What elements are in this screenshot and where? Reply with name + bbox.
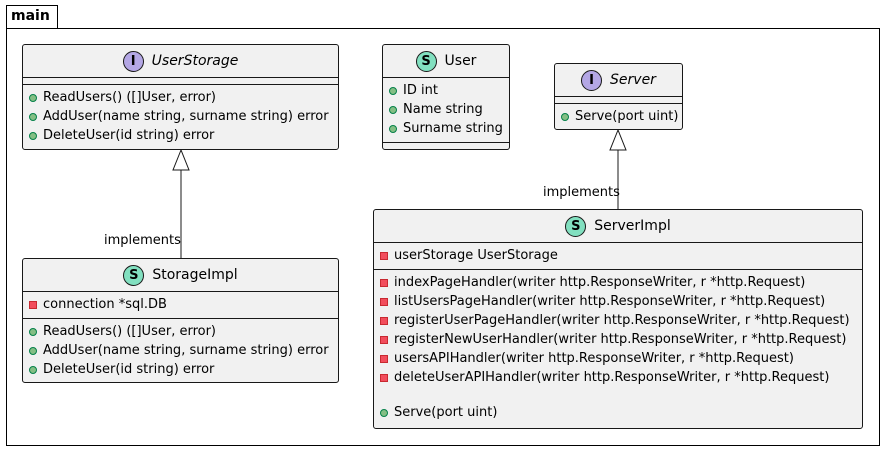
method-row: ReadUsers() ([]User, error): [23, 322, 338, 341]
field-text: connection *sql.DB: [43, 297, 167, 312]
class-header: S StorageImpl: [23, 259, 338, 292]
public-visibility-icon: [389, 105, 397, 114]
class-header: S User: [383, 45, 509, 78]
method-text: ReadUsers() ([]User, error): [43, 90, 216, 105]
public-visibility-icon: [389, 86, 397, 95]
method-row: AddUser(name string, surname string) err…: [23, 107, 338, 126]
method-text: AddUser(name string, surname string) err…: [43, 109, 329, 124]
public-visibility-icon: [29, 93, 37, 102]
method-text: Serve(port uint): [575, 109, 679, 124]
struct-badge-icon: S: [415, 50, 437, 72]
interface-badge-icon: I: [581, 69, 603, 91]
public-visibility-icon: [380, 408, 388, 417]
public-visibility-icon: [29, 346, 37, 355]
realization-arrowhead-userstorage: [172, 148, 190, 171]
method-row: DeleteUser(id string) error: [23, 126, 338, 145]
method-row: usersAPIHandler(writer http.ResponseWrit…: [374, 349, 862, 368]
method-row: registerUserPageHandler(writer http.Resp…: [374, 311, 862, 330]
class-storageimpl: S StorageImpl connection *sql.DB ReadUsers(…: [22, 258, 339, 383]
method-row: Serve(port uint): [374, 403, 862, 422]
fields-section: connection *sql.DB: [23, 292, 338, 319]
class-header: I Server: [555, 64, 682, 97]
fields-section: [555, 97, 682, 104]
private-visibility-icon: [380, 354, 388, 363]
methods-section: ReadUsers() ([]User, error) AddUser(name …: [23, 319, 338, 383]
method-text: listUsersPageHandler(writer http.Respons…: [394, 294, 826, 309]
method-text: ReadUsers() ([]User, error): [43, 324, 216, 339]
public-visibility-icon: [29, 365, 37, 374]
class-header: S ServerImpl: [374, 210, 862, 243]
field-row: Surname string: [383, 119, 509, 138]
relation-label-serverimpl: implements: [543, 185, 620, 200]
method-row: AddUser(name string, surname string) err…: [23, 341, 338, 360]
class-name: Server: [610, 72, 656, 88]
private-visibility-icon: [380, 373, 388, 382]
fields-section: userStorage UserStorage: [374, 243, 862, 270]
methods-section: ReadUsers() ([]User, error) AddUser(name …: [23, 85, 338, 149]
fields-section: [23, 78, 338, 85]
public-visibility-icon: [389, 124, 397, 133]
method-row: indexPageHandler(writer http.ResponseWri…: [374, 273, 862, 292]
methods-section: Serve(port uint): [555, 104, 682, 130]
method-row: Serve(port uint): [555, 107, 682, 126]
field-row: userStorage UserStorage: [374, 246, 862, 265]
method-row: ReadUsers() ([]User, error): [23, 88, 338, 107]
private-visibility-icon: [380, 278, 388, 287]
method-row: deleteUserAPIHandler(writer http.Respons…: [374, 368, 862, 387]
class-name: UserStorage: [151, 53, 239, 69]
realization-arrowhead-server: [609, 128, 627, 151]
package-name: main: [11, 8, 50, 24]
method-text: deleteUserAPIHandler(writer http.Respons…: [394, 370, 830, 385]
field-row: connection *sql.DB: [23, 295, 338, 314]
struct-badge-icon: S: [123, 264, 145, 286]
method-row: registerNewUserHandler(writer http.Respo…: [374, 330, 862, 349]
public-visibility-icon: [561, 112, 569, 121]
relation-label-storageimpl: implements: [104, 233, 181, 248]
method-text: DeleteUser(id string) error: [43, 362, 215, 377]
method-text: indexPageHandler(writer http.ResponseWri…: [394, 275, 806, 290]
public-visibility-icon: [29, 112, 37, 121]
class-header: I UserStorage: [23, 45, 338, 78]
method-row: listUsersPageHandler(writer http.Respons…: [374, 292, 862, 311]
method-row: [374, 387, 862, 403]
class-name: ServerImpl: [594, 218, 671, 234]
field-text: ID int: [403, 83, 438, 98]
private-visibility-icon: [380, 316, 388, 325]
field-row: Name string: [383, 100, 509, 119]
method-text: usersAPIHandler(writer http.ResponseWrit…: [394, 351, 794, 366]
field-text: Name string: [403, 102, 483, 117]
class-serverimpl: S ServerImpl userStorage UserStorage indexP…: [373, 209, 863, 429]
field-row: ID int: [383, 81, 509, 100]
package-tab: main: [6, 5, 58, 29]
private-visibility-icon: [380, 251, 388, 260]
field-text: userStorage UserStorage: [394, 248, 558, 263]
method-text: DeleteUser(id string) error: [43, 128, 215, 143]
private-visibility-icon: [380, 335, 388, 344]
method-row: DeleteUser(id string) error: [23, 360, 338, 379]
public-visibility-icon: [29, 131, 37, 140]
public-visibility-icon: [29, 327, 37, 336]
interface-badge-icon: I: [122, 50, 144, 72]
struct-badge-icon: S: [565, 215, 587, 237]
private-visibility-icon: [380, 297, 388, 306]
method-text: registerNewUserHandler(writer http.Respo…: [394, 332, 847, 347]
field-text: Surname string: [403, 121, 503, 136]
class-name: StorageImpl: [152, 267, 238, 283]
method-text: Serve(port uint): [394, 405, 498, 420]
method-text: registerUserPageHandler(writer http.Resp…: [394, 313, 850, 328]
methods-section: [383, 143, 509, 149]
method-text: AddUser(name string, surname string) err…: [43, 343, 329, 358]
package-frame: [6, 28, 880, 446]
methods-section: indexPageHandler(writer http.ResponseWri…: [374, 270, 862, 426]
class-name: User: [444, 53, 477, 69]
private-visibility-icon: [29, 300, 37, 309]
